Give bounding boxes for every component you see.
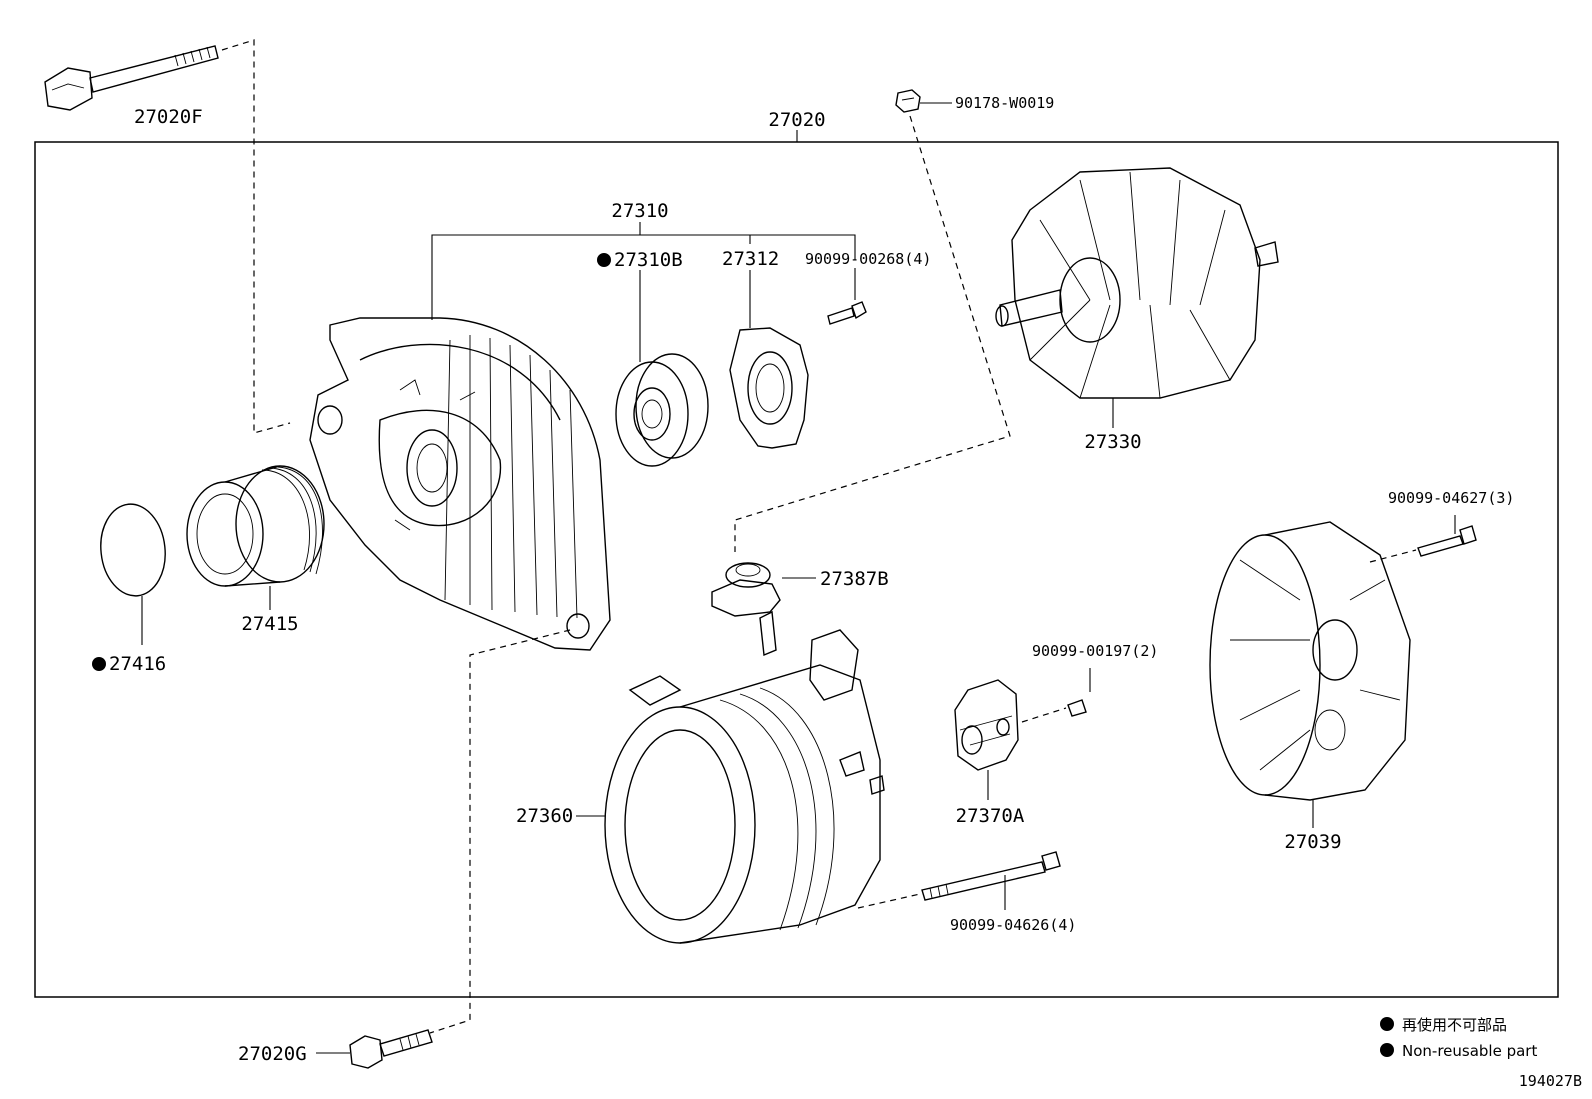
cap-27416-drawing [100,503,166,597]
pulley-27415-drawing [186,465,325,587]
label-27310[interactable]: 27310 [611,200,668,222]
label-27387b[interactable]: 27387B [820,568,889,590]
label-27360[interactable]: 27360 [516,805,573,827]
label-27310b[interactable]: 27310B [614,249,683,271]
bolt-27020f-drawing [44,45,219,111]
through-bolt-90099-04626-drawing [921,851,1061,901]
label-90099-04627[interactable]: 90099-04627(3) [1388,489,1514,507]
label-27020f[interactable]: 27020F [134,106,203,128]
legend-marker-japanese [1380,1017,1394,1031]
legend: 再使用不可部品 Non-reusable part [1380,1016,1537,1060]
label-90099-00197[interactable]: 90099-00197(2) [1032,642,1158,660]
figure-id: 194027B [1519,1072,1582,1090]
label-27020g[interactable]: 27020G [238,1043,307,1065]
label-27415[interactable]: 27415 [241,613,298,635]
label-27370a[interactable]: 27370A [956,805,1025,827]
bolt-27020g-drawing [349,1029,433,1069]
legend-english-text: Non-reusable part [1402,1042,1537,1060]
screw-90099-00268-drawing [827,301,867,325]
assembly-label[interactable]: 27020 [768,109,825,131]
rotor-27330-drawing [995,167,1279,399]
non-reusable-marker-27416 [92,657,106,671]
non-reusable-marker-27310b [597,253,611,267]
label-27039[interactable]: 27039 [1284,831,1341,853]
label-90178-w0019[interactable]: 90178-W0019 [955,94,1054,112]
nut-90178-drawing [895,89,921,113]
assembly-frame [34,141,1559,998]
label-27312[interactable]: 27312 [722,248,779,270]
legend-marker-english [1380,1043,1394,1057]
screw-90099-04627-drawing [1417,525,1477,557]
label-27416[interactable]: 27416 [109,653,166,675]
bearing-27310b-drawing [615,353,709,467]
label-90099-00268[interactable]: 90099-00268(4) [805,250,931,268]
retainer-plate-27312-drawing [729,327,809,449]
insulator-27387b-drawing [711,562,781,617]
drive-end-frame-drawing [309,317,611,651]
label-27330[interactable]: 27330 [1084,431,1141,453]
label-90099-04626[interactable]: 90099-04626(4) [950,916,1076,934]
brush-holder-27370a-drawing [954,679,1019,771]
screw-90099-00197-drawing [1067,699,1087,717]
stator-housing-27360-drawing [604,610,885,944]
rear-cover-27039-drawing [1209,521,1411,801]
legend-japanese-text: 再使用不可部品 [1402,1016,1507,1034]
